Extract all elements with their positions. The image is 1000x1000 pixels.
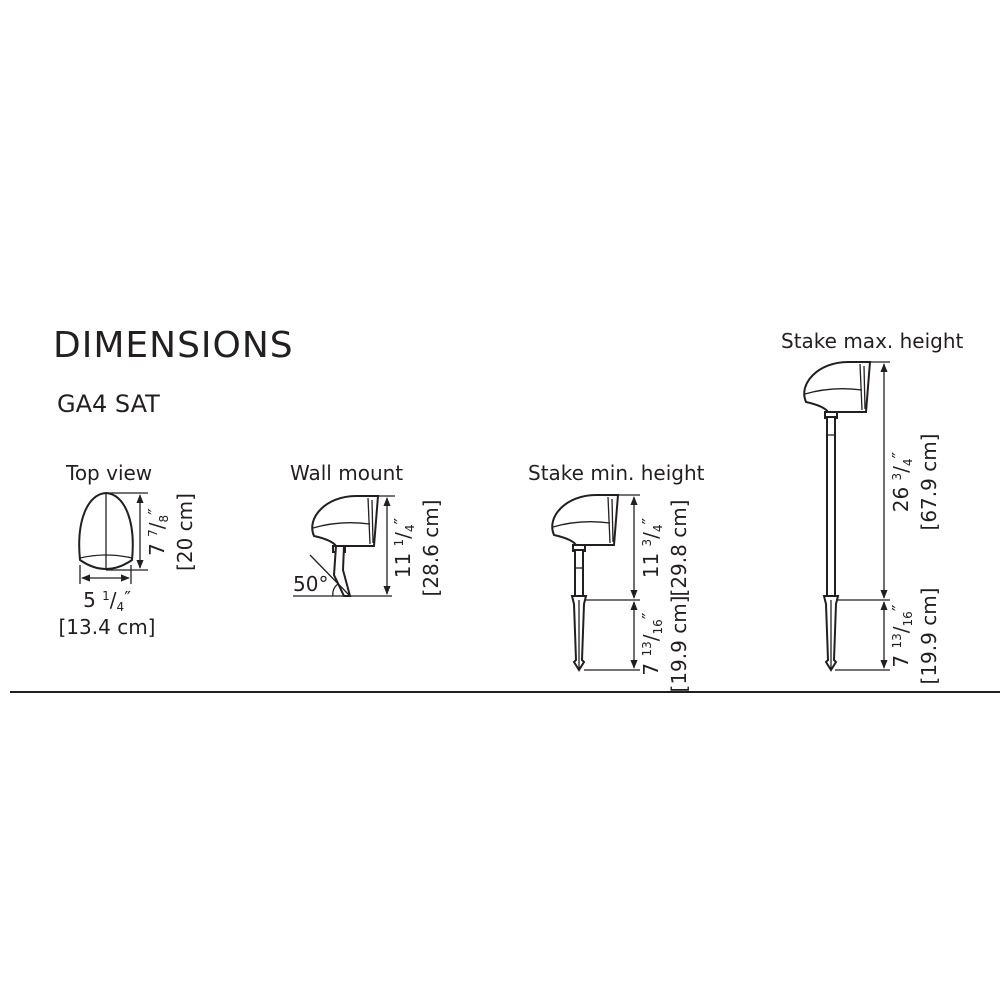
wall-bracket-drawing bbox=[293, 545, 392, 597]
dimension-fraction-text: 26 3/4″ bbox=[889, 451, 915, 512]
model-name: GA4 SAT bbox=[57, 390, 160, 418]
stake-min-above-dimension: 11 3/4″ bbox=[639, 517, 665, 578]
top-view-depth-metric: [20 cm] bbox=[173, 493, 197, 571]
top-view-depth-dimension: 7 7/8″ bbox=[145, 508, 171, 556]
wall-mount-label: Wall mount bbox=[290, 461, 403, 485]
stake-min-below-metric: [19.9 cm] bbox=[667, 596, 691, 693]
stake-max-speaker-drawing bbox=[803, 361, 872, 419]
wall-mount-speaker-drawing bbox=[311, 495, 380, 553]
pole bbox=[826, 416, 836, 597]
stake-min-speaker-drawing bbox=[551, 494, 620, 552]
stake-min-dimension-lines bbox=[584, 494, 640, 671]
stake-min-pole-drawing bbox=[570, 549, 588, 672]
stake-max-label: Stake max. height bbox=[781, 329, 964, 353]
page-title: DIMENSIONS bbox=[53, 325, 294, 366]
wall-mount-height-line bbox=[370, 495, 395, 595]
stake-max-below-dimension: 7 13/16″ bbox=[889, 604, 915, 667]
pole bbox=[574, 549, 584, 597]
stake-max-above-dimension: 26 3/4″ bbox=[889, 451, 915, 512]
stake-max-dimension-lines bbox=[835, 361, 890, 671]
top-view-drawing bbox=[78, 491, 148, 584]
dimension-fraction-text: 11 3/4″ bbox=[639, 517, 665, 578]
wall-mount-height-metric: [28.6 cm] bbox=[419, 500, 443, 597]
stake-min-label: Stake min. height bbox=[528, 461, 705, 485]
top-view-width-metric: [13.4 cm] bbox=[59, 615, 156, 639]
dimension-fraction-text: 7 7/8″ bbox=[145, 508, 171, 556]
stake-max-below-metric: [19.9 cm] bbox=[917, 588, 941, 685]
stake-min-below-dimension: 7 13/16″ bbox=[639, 612, 665, 675]
stake-min-above-metric: [29.8 cm] bbox=[667, 500, 691, 597]
top-view-width-dimension: 5 1/4″ bbox=[83, 588, 131, 614]
wall-mount-height-dimension: 11 1/4″ bbox=[391, 517, 417, 578]
dimension-fraction-text: 11 1/4″ bbox=[391, 517, 417, 578]
dimension-fraction-text: 7 13/16″ bbox=[639, 612, 665, 675]
stake-max-pole-drawing bbox=[822, 416, 840, 672]
dimension-fraction-text: 5 1/4″ bbox=[83, 588, 131, 614]
dimension-fraction-text: 7 13/16″ bbox=[889, 604, 915, 667]
top-view-label: Top view bbox=[65, 461, 152, 485]
stake-max-above-metric: [67.9 cm] bbox=[917, 434, 941, 531]
wall-mount-angle: 50° bbox=[293, 572, 328, 596]
